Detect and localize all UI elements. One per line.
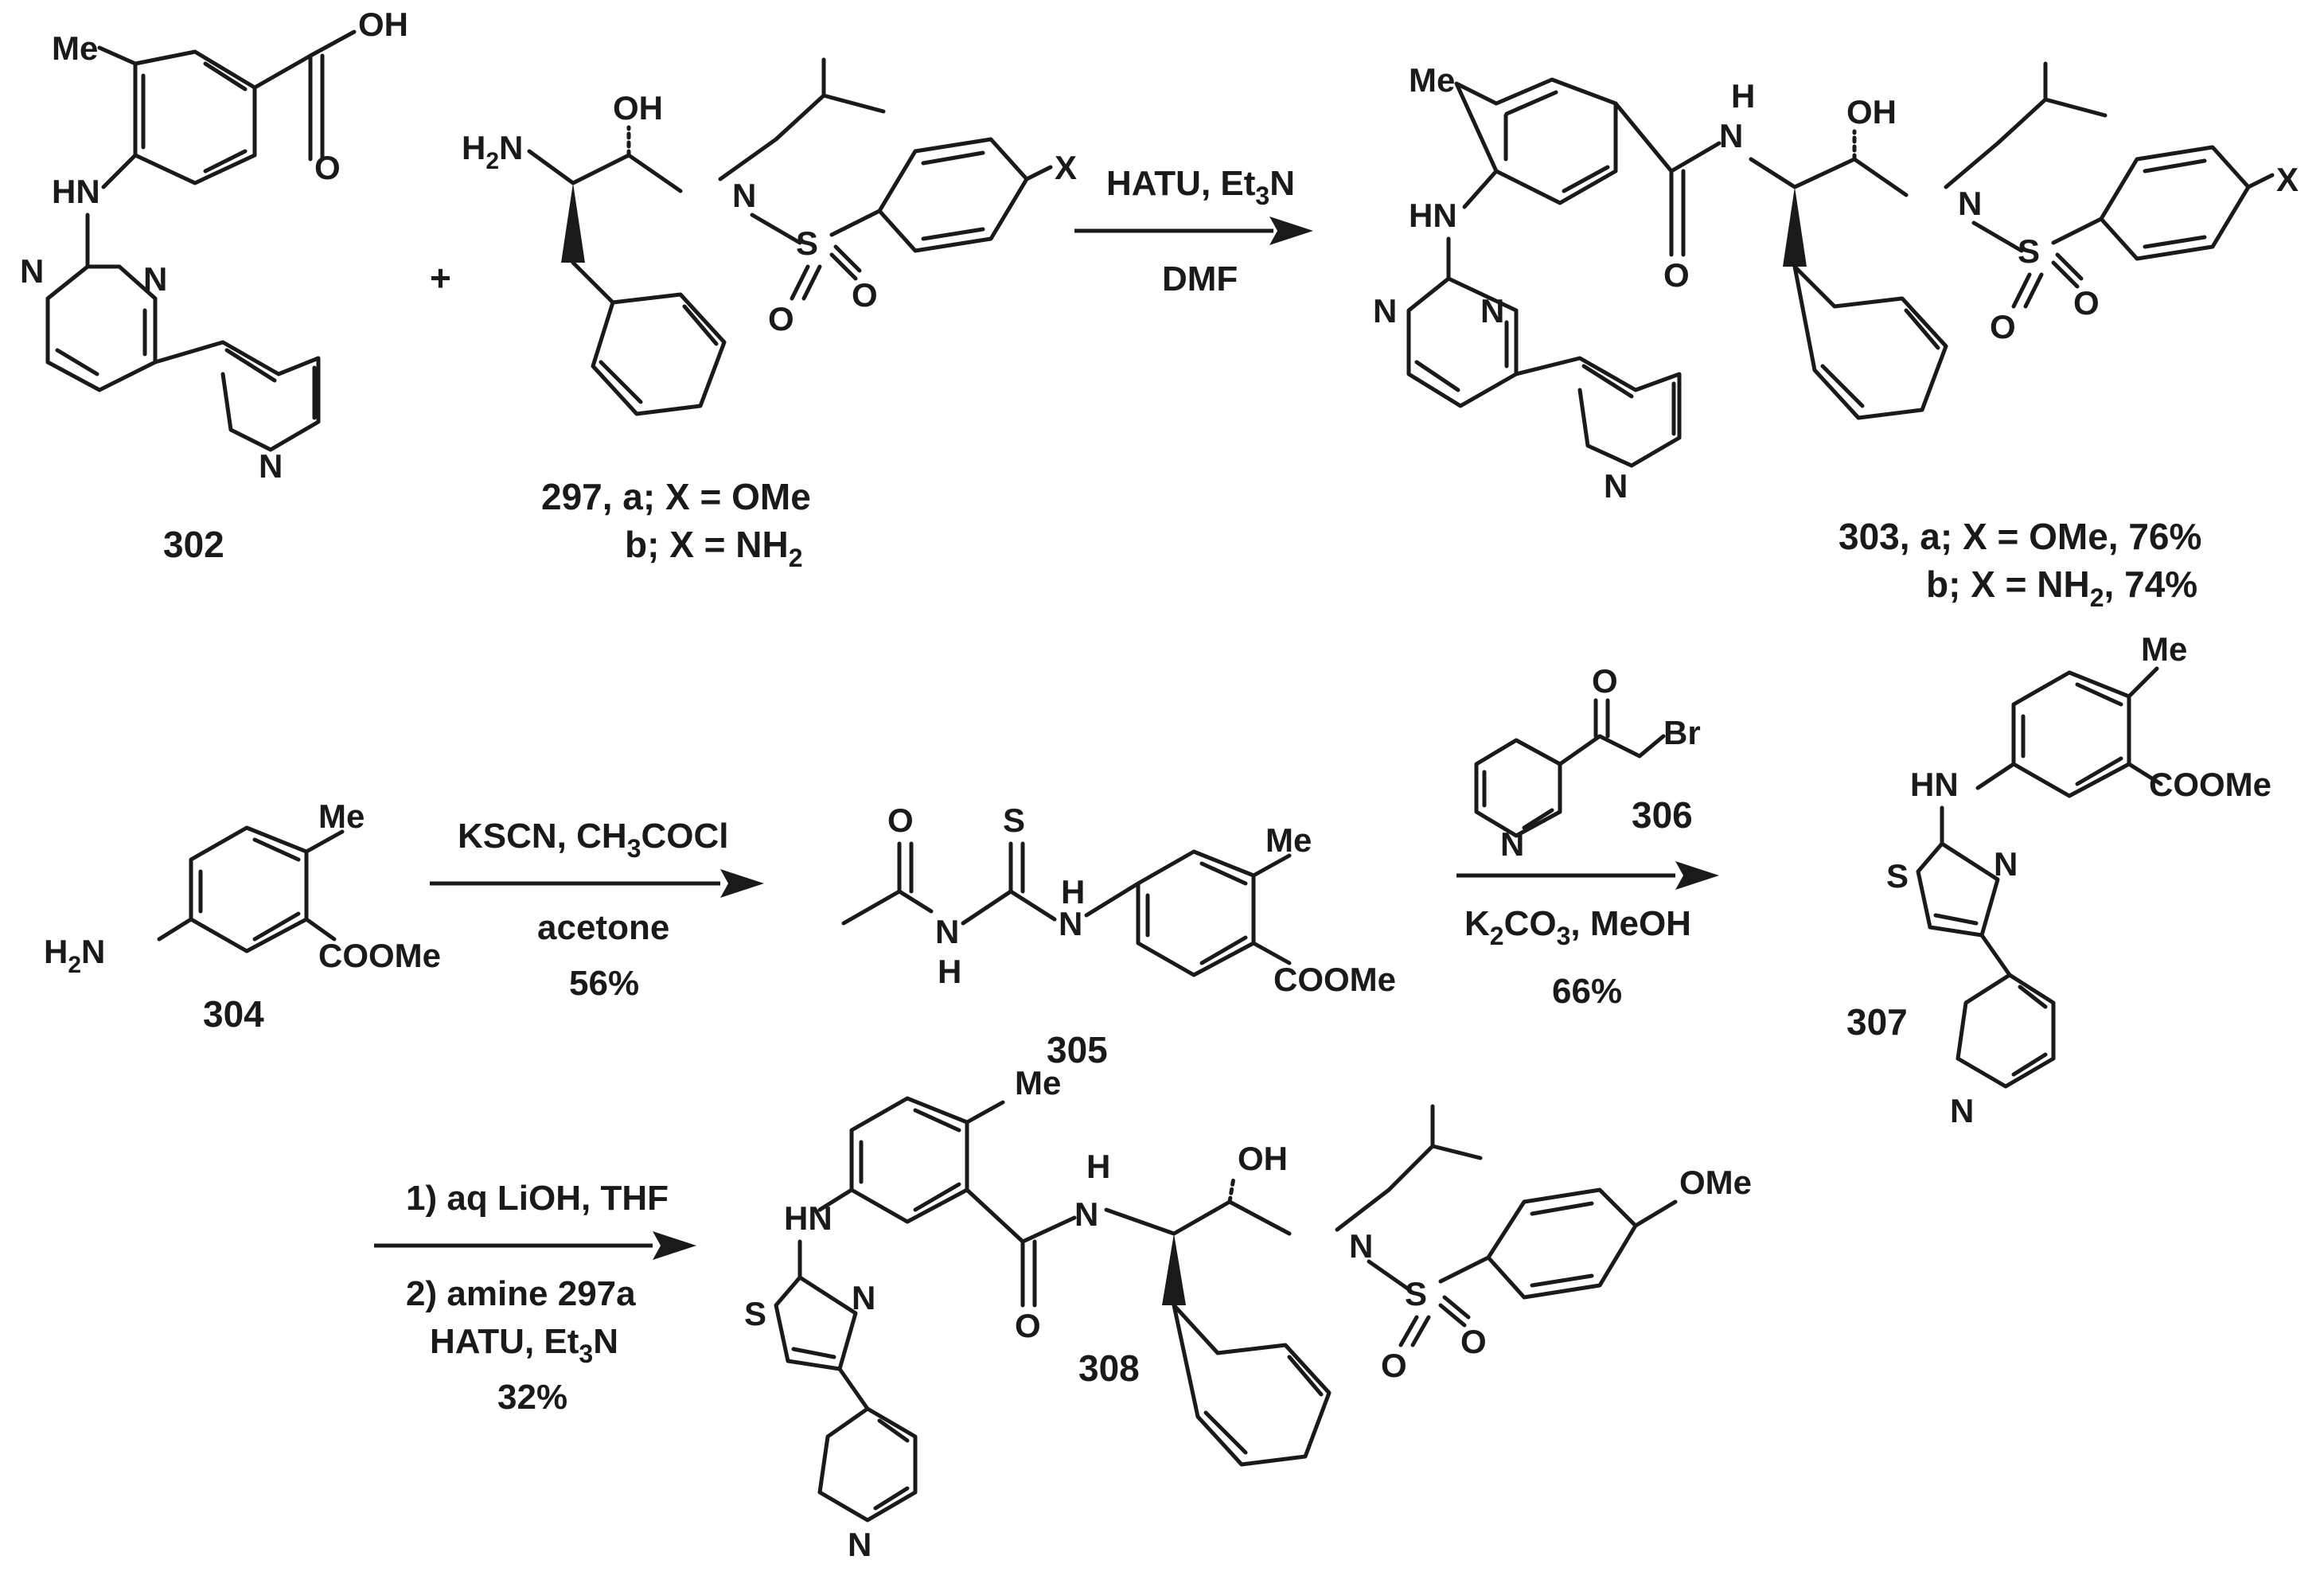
nh-label: HN — [52, 173, 100, 210]
nh-label-303: HN — [1409, 197, 1457, 234]
methoxy-label-308: OMe — [1679, 1164, 1752, 1201]
methyl-label: Me — [52, 29, 98, 67]
hydroxyl-303: OH — [1846, 93, 1897, 131]
sulfonyl-o1: O — [768, 300, 794, 337]
yield-r2: 56% — [569, 964, 639, 1003]
pyridine-n-308: N — [848, 1526, 872, 1563]
compound-304: Me COOMe H2N 304 — [44, 797, 441, 1035]
ester-label-305: COOMe — [1273, 961, 1396, 998]
sulfonyl-o2: O — [852, 276, 878, 314]
thiazole-s-308: S — [744, 1295, 766, 1332]
thiourea-n2-305: N — [1059, 905, 1082, 942]
methyl-label-304: Me — [318, 797, 365, 835]
amide-h-303: H — [1731, 77, 1755, 115]
ester-label-307: COOMe — [2149, 766, 2271, 803]
compound-label-307: 307 — [1846, 1001, 1908, 1043]
methyl-label-307: Me — [2141, 630, 2187, 668]
yield-r3: 66% — [1552, 972, 1622, 1011]
amide-o-303: O — [1663, 256, 1690, 294]
pyridine-n-306: N — [1500, 825, 1524, 863]
amide-h-308: H — [1086, 1148, 1110, 1185]
compound-303: Me HN N N N O N H OH N S O O X 303, a; X… — [1373, 61, 2299, 612]
sulfonamide-n: N — [732, 177, 756, 214]
yield-r4: 32% — [497, 1378, 567, 1417]
sulfonamide-n-308: N — [1349, 1227, 1373, 1265]
substituent-x-303: X — [2276, 161, 2299, 198]
amide-n-308: N — [1074, 1195, 1098, 1233]
compound-label-305: 305 — [1047, 1029, 1108, 1070]
reagent-r1-above: HATU, Et3N — [1106, 164, 1295, 210]
acetyl-o-305: O — [887, 801, 914, 839]
reaction-arrow-3: N O Br 306 K2CO3, MeOH 66% — [1456, 662, 1719, 1011]
nh-label-307: HN — [1910, 766, 1959, 803]
thiazole-n-307: N — [1994, 845, 2018, 883]
amide-n-303: N — [1719, 117, 1743, 154]
thiazole-s-307: S — [1886, 857, 1909, 895]
carbonyl-oxygen: O — [314, 149, 341, 186]
sulfur-303: S — [2018, 232, 2040, 270]
bromo-label-306: Br — [1663, 714, 1701, 751]
methyl-label-305: Me — [1265, 821, 1312, 859]
compound-label-297b: b; X = NH2 — [625, 524, 803, 572]
ketone-o-306: O — [1592, 662, 1618, 700]
solvent-r1-below: DMF — [1162, 259, 1238, 298]
sulfonyl-o1-303: O — [1990, 308, 2016, 345]
thiourea-n1-305: N — [935, 913, 959, 950]
thiourea-h1-305: H — [938, 953, 961, 990]
substituent-x-297: X — [1055, 149, 1077, 186]
sulfur-297: S — [796, 224, 818, 262]
ester-label-304: COOMe — [318, 937, 441, 974]
amine-h: H2N — [462, 129, 523, 174]
hydroxyl-308: OH — [1238, 1140, 1288, 1177]
compound-307: Me COOMe HN S N N 307 — [1846, 630, 2271, 1129]
compound-305: O N H S N H Me COOMe 305 — [841, 801, 1396, 1070]
sulfonyl-o2-303: O — [2073, 284, 2100, 322]
compound-label-303a: 303, a; X = OMe, 76% — [1839, 516, 2201, 557]
reagent-r3-below: K2CO3, MeOH — [1464, 904, 1691, 950]
compound-label-303b: b; X = NH2, 74% — [1926, 563, 2197, 612]
amide-o-308: O — [1015, 1307, 1041, 1344]
pyrimidine-n3-303: N — [1480, 292, 1504, 330]
compound-308: Me HN S N N O N H OH N S O O OMe 308 — [744, 1064, 1752, 1563]
methyl-label-308: Me — [1015, 1064, 1061, 1102]
sulfonamide-n-303: N — [1958, 185, 1982, 222]
sulfonyl-o2-308: O — [1460, 1323, 1487, 1360]
compound-label-304: 304 — [203, 993, 264, 1035]
pyridine-n-307: N — [1950, 1092, 1974, 1129]
compound-label-302: 302 — [163, 524, 224, 565]
plus-sign: + — [430, 257, 451, 298]
compound-label-297a: 297, a; X = OMe — [541, 476, 811, 517]
reaction-arrow-4: 1) aq LiOH, THF 2) amine 297a HATU, Et3N… — [374, 1179, 696, 1417]
hydroxyl-label: OH — [358, 6, 408, 43]
pyridine-n-303: N — [1604, 467, 1628, 505]
pyrimidine-n1-303: N — [1373, 292, 1397, 330]
reaction-arrow-1: HATU, Et3N DMF — [1074, 164, 1313, 298]
compound-label-306: 306 — [1632, 794, 1693, 836]
reagent-r2-above: KSCN, CH3COCl — [458, 817, 728, 863]
sulfonyl-o1-308: O — [1381, 1347, 1407, 1384]
pyridine-n: N — [259, 447, 283, 485]
thiazole-n-308: N — [852, 1279, 875, 1316]
reagent-r4-step3: HATU, Et3N — [430, 1322, 618, 1368]
hydroxyl-label-297: OH — [613, 89, 663, 127]
methyl-label-303: Me — [1409, 61, 1455, 99]
reagent-r4-step2: 2) amine 297a — [406, 1274, 636, 1313]
compound-302: Me O OH HN N N N 302 — [20, 6, 408, 565]
pyrimidine-n1: N — [20, 252, 44, 290]
sulfur-308: S — [1405, 1275, 1427, 1312]
reagent-r4-step1: 1) aq LiOH, THF — [406, 1179, 669, 1218]
reaction-arrow-2: KSCN, CH3COCl acetone 56% — [430, 817, 764, 1003]
thiourea-h2-305: H — [1061, 873, 1085, 911]
amine-label-304: H2N — [44, 933, 105, 978]
solvent-r2-below: acetone — [537, 908, 669, 947]
compound-297: H2N OH N S O O X 297, a; X = OMe b; X = … — [462, 57, 1077, 572]
nh-label-308: HN — [784, 1199, 833, 1237]
compound-label-308: 308 — [1078, 1347, 1140, 1389]
compound-306: N O Br 306 — [1474, 662, 1701, 863]
thione-s-305: S — [1003, 801, 1025, 839]
pyrimidine-n3: N — [143, 260, 167, 298]
